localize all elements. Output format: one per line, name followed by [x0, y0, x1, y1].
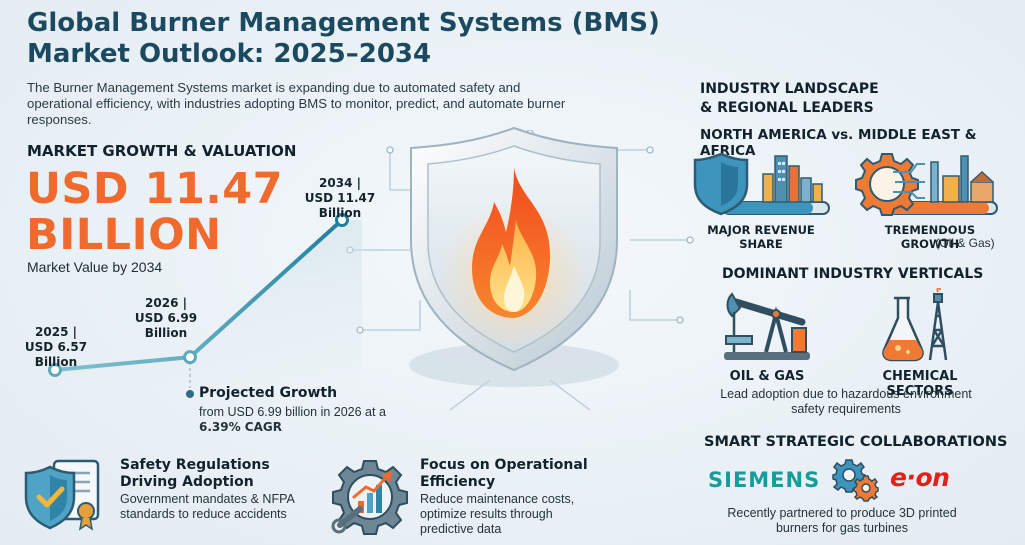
shield-city-icon: [693, 152, 830, 216]
cagr-value: 6.39% CAGR: [199, 420, 282, 434]
intro-text: The Burner Management Systems market is …: [27, 80, 566, 127]
collab-text: Recently partnered to produce 3D printed…: [727, 506, 957, 535]
point-value-2026: USD 6.99 Billion: [134, 311, 198, 340]
mea-label: TREMENDOUS GROWTH: [884, 223, 976, 251]
point-year-2026: 2026 |: [145, 296, 187, 310]
projected-growth-text: from USD 6.99 billion in 2026 at a 6.39%…: [199, 405, 389, 435]
gear-chart-icon: [331, 460, 408, 535]
point-year-2034: 2034 |: [319, 176, 361, 190]
point-value-2025: USD 6.57 Billion: [24, 340, 88, 369]
page-title: Global Burner Management Systems (BMS) M…: [27, 8, 660, 69]
efficiency-card-title: Focus on Operational Efficiency: [420, 457, 588, 490]
projection-marker: [186, 390, 194, 398]
eon-logo: e·on: [890, 463, 950, 492]
growth-point-1: [183, 350, 197, 365]
collab-heading: SMART STRATEGIC COLLABORATIONS: [704, 434, 1008, 450]
landscape-heading-line2: & REGIONAL LEADERS: [700, 100, 874, 116]
projected-growth-title: Projected Growth: [199, 385, 338, 401]
gears-icon: [832, 459, 879, 502]
market-value-label: Market Value by 2034: [27, 259, 163, 275]
safety-card-title: Safety Regulations Driving Adoption: [120, 457, 270, 490]
oil-pumpjack-icon: [724, 292, 810, 360]
verticals-heading: DOMINANT INDUSTRY VERTICALS: [722, 266, 984, 282]
safety-card-text: Government mandates & NFPA standards to …: [120, 492, 295, 521]
verticals-text: Lead adoption due to hazardous environme…: [720, 387, 972, 416]
regions-title: NORTH AMERICA vs. MIDDLE EAST & AFRICA: [700, 127, 977, 159]
landscape-heading: INDUSTRY LANDSCAPE & REGIONAL LEADERS: [700, 80, 879, 118]
efficiency-card-text: Reduce maintenance costs, optimize resul…: [420, 492, 575, 536]
growth-point-2: [335, 213, 349, 227]
growth-point-0: [48, 363, 62, 377]
point-year-2025: 2025 |: [35, 325, 77, 339]
point-label-2025: 2025 | USD 6.57 Billion: [6, 325, 106, 370]
certificate-shield-icon: [24, 459, 100, 531]
projected-growth-desc: from USD 6.99 billion in 2026 at a: [199, 405, 386, 419]
mea-sublabel: (Oil & Gas): [935, 236, 995, 250]
chemical-flask-icon: [882, 288, 948, 362]
shield-flame-icon: [409, 126, 619, 387]
growth-area: [55, 220, 362, 385]
landscape-heading-line1: INDUSTRY LANDSCAPE: [700, 81, 879, 97]
point-label-2034: 2034 | USD 11.47 Billion: [284, 176, 396, 221]
gear-factory-icon: [855, 153, 998, 216]
market-value-big: USD 11.47 BILLION: [26, 164, 284, 260]
growth-heading: MARKET GROWTH & VALUATION: [27, 142, 297, 160]
point-value-2034: USD 11.47 Billion: [304, 191, 376, 220]
point-label-2026: 2026 | USD 6.99 Billion: [112, 296, 220, 341]
chemical-label: CHEMICAL SECTORS: [882, 369, 958, 399]
na-label: MAJOR REVENUE SHARE: [707, 223, 815, 251]
growth-line-chart: [48, 213, 362, 388]
oil-gas-label: OIL & GAS: [729, 369, 805, 384]
siemens-logo: SIEMENS: [708, 468, 821, 492]
